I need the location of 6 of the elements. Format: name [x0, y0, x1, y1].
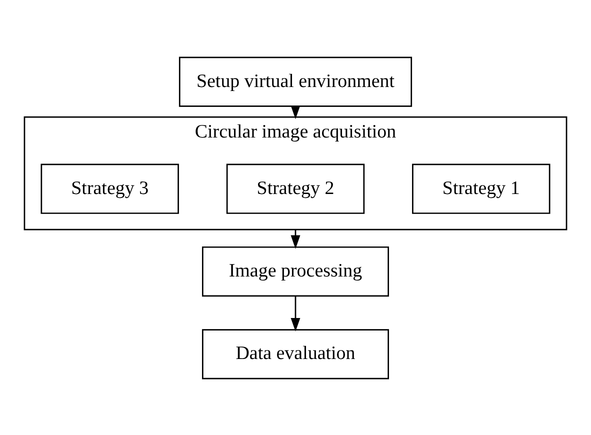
node-box: Strategy 3 [40, 163, 179, 214]
node-box: Data evaluation [202, 328, 389, 379]
node-box: Strategy 2 [226, 163, 365, 214]
arrow [290, 296, 300, 332]
node-box: Strategy 1 [412, 163, 550, 214]
node-box: Image processing [202, 246, 389, 296]
